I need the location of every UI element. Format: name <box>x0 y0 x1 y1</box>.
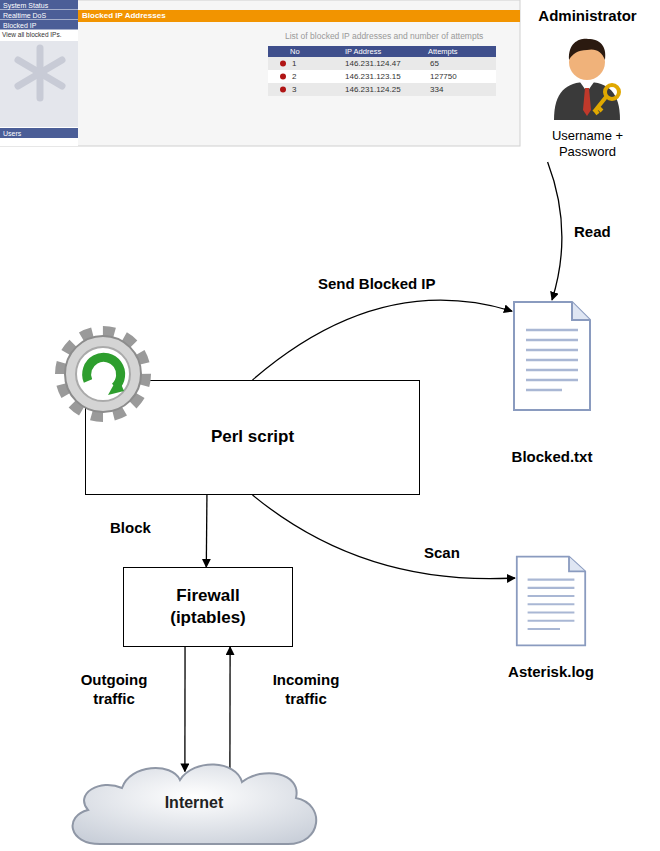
illustration-part <box>554 82 620 120</box>
illustration-part <box>572 302 590 320</box>
node-title: Perl script <box>203 426 302 448</box>
gear-icon <box>48 319 158 429</box>
screen-text: System Status <box>3 2 48 9</box>
screen-text: 146.231.124.25 <box>345 86 401 94</box>
illustration-part <box>63 334 143 414</box>
illustration-part <box>0 10 78 20</box>
document-file: Blocked.txt <box>512 300 592 412</box>
flow-arrow <box>206 495 208 567</box>
illustration-part <box>18 48 62 98</box>
screen-text: No <box>290 48 300 56</box>
illustration-part <box>528 595 575 597</box>
edge-label: Scan <box>422 543 462 564</box>
illustration-part <box>280 87 286 93</box>
illustration-part <box>528 628 560 630</box>
illustration-part <box>526 369 578 372</box>
illustration-part <box>268 57 496 70</box>
node-subtitle: Username + Password <box>542 128 634 161</box>
node-title: Blocked.txt <box>492 448 612 467</box>
illustration-part <box>78 10 520 22</box>
screen-text: 1 <box>292 60 296 68</box>
screen-text: IP Address <box>345 48 381 56</box>
administrator-icon <box>540 30 635 120</box>
process-box: Perl script <box>85 380 420 495</box>
illustration-part <box>18 60 62 86</box>
screen-text: Blocked IP <box>3 22 36 29</box>
illustration-part <box>594 97 606 114</box>
screen-text: 146.231.123.15 <box>345 73 401 81</box>
illustration-part <box>73 764 317 844</box>
illustration-part <box>528 587 575 589</box>
illustration-part <box>526 349 578 352</box>
illustration-part <box>526 379 578 382</box>
edge-label: Send Blocked IP <box>316 274 438 295</box>
illustration-part <box>569 39 605 60</box>
firewall-box: Firewall (iptables) <box>123 567 293 647</box>
illustration-part <box>528 620 575 622</box>
administrator-figure: AdministratorUsername + Password <box>540 30 635 162</box>
screen-text: List of blocked IP addresses and number … <box>285 32 483 41</box>
flow-arrow <box>548 162 562 300</box>
edge-label: Outgoing traffic <box>70 670 158 710</box>
illustration-part <box>280 61 286 67</box>
screen-text: Users <box>3 130 21 137</box>
illustration-part <box>526 330 578 390</box>
illustration-part <box>526 359 578 362</box>
screen-text: Realtime DoS <box>3 12 46 19</box>
screen-text: 2 <box>292 73 296 81</box>
illustration-part <box>528 580 575 629</box>
screen-text: 65 <box>430 60 439 68</box>
illustration-part <box>514 302 590 410</box>
edge-label: Read <box>572 222 613 243</box>
illustration-part <box>280 74 286 80</box>
illustration-part <box>268 46 496 57</box>
illustration-part <box>0 20 78 30</box>
document-icon <box>515 555 587 647</box>
edge-label: Incoming traffic <box>262 670 350 710</box>
illustration-part <box>528 603 575 605</box>
screen-text: 146.231.124.47 <box>345 60 401 68</box>
flow-arrow <box>253 300 513 380</box>
node-title: Firewall (iptables) <box>145 585 271 629</box>
screen-text: Attempts <box>428 48 458 56</box>
illustration-part <box>0 128 78 138</box>
flow-arrow <box>184 647 185 772</box>
node-title: Internet <box>157 793 232 814</box>
illustration-part <box>0 0 78 146</box>
illustration-part <box>569 557 585 572</box>
illustration-part <box>605 85 619 99</box>
illustration-part <box>65 336 141 412</box>
illustration-part <box>528 611 575 613</box>
node-title: Asterisk.log <box>491 663 611 682</box>
internet-cloud: Internet <box>60 758 328 848</box>
illustration-part <box>108 377 124 395</box>
illustration-part <box>268 83 496 96</box>
screen-text: 334 <box>430 86 443 94</box>
illustration-part <box>268 70 496 83</box>
illustration-part <box>0 41 78 127</box>
screen-text: View all blocked IPs. <box>2 32 62 39</box>
illustration-part <box>76 347 130 401</box>
edge-label: Block <box>108 518 153 539</box>
screen-text: 3 <box>292 86 296 94</box>
document-file: Asterisk.log <box>515 555 587 647</box>
illustration-part <box>18 60 62 86</box>
screen-text: 127750 <box>430 73 457 81</box>
illustration-part <box>0 0 520 146</box>
illustration-part <box>583 88 591 116</box>
node-title: Administrator <box>518 7 658 26</box>
illustration-part <box>526 389 562 392</box>
illustration-part <box>0 0 78 10</box>
screen-text: Blocked IP Addresses <box>82 12 166 20</box>
flow-arrow <box>229 647 230 769</box>
document-icon <box>512 300 592 412</box>
illustration-part <box>526 339 578 342</box>
illustration-part <box>526 329 578 332</box>
illustration-part <box>517 557 585 646</box>
illustration-part <box>528 579 575 581</box>
